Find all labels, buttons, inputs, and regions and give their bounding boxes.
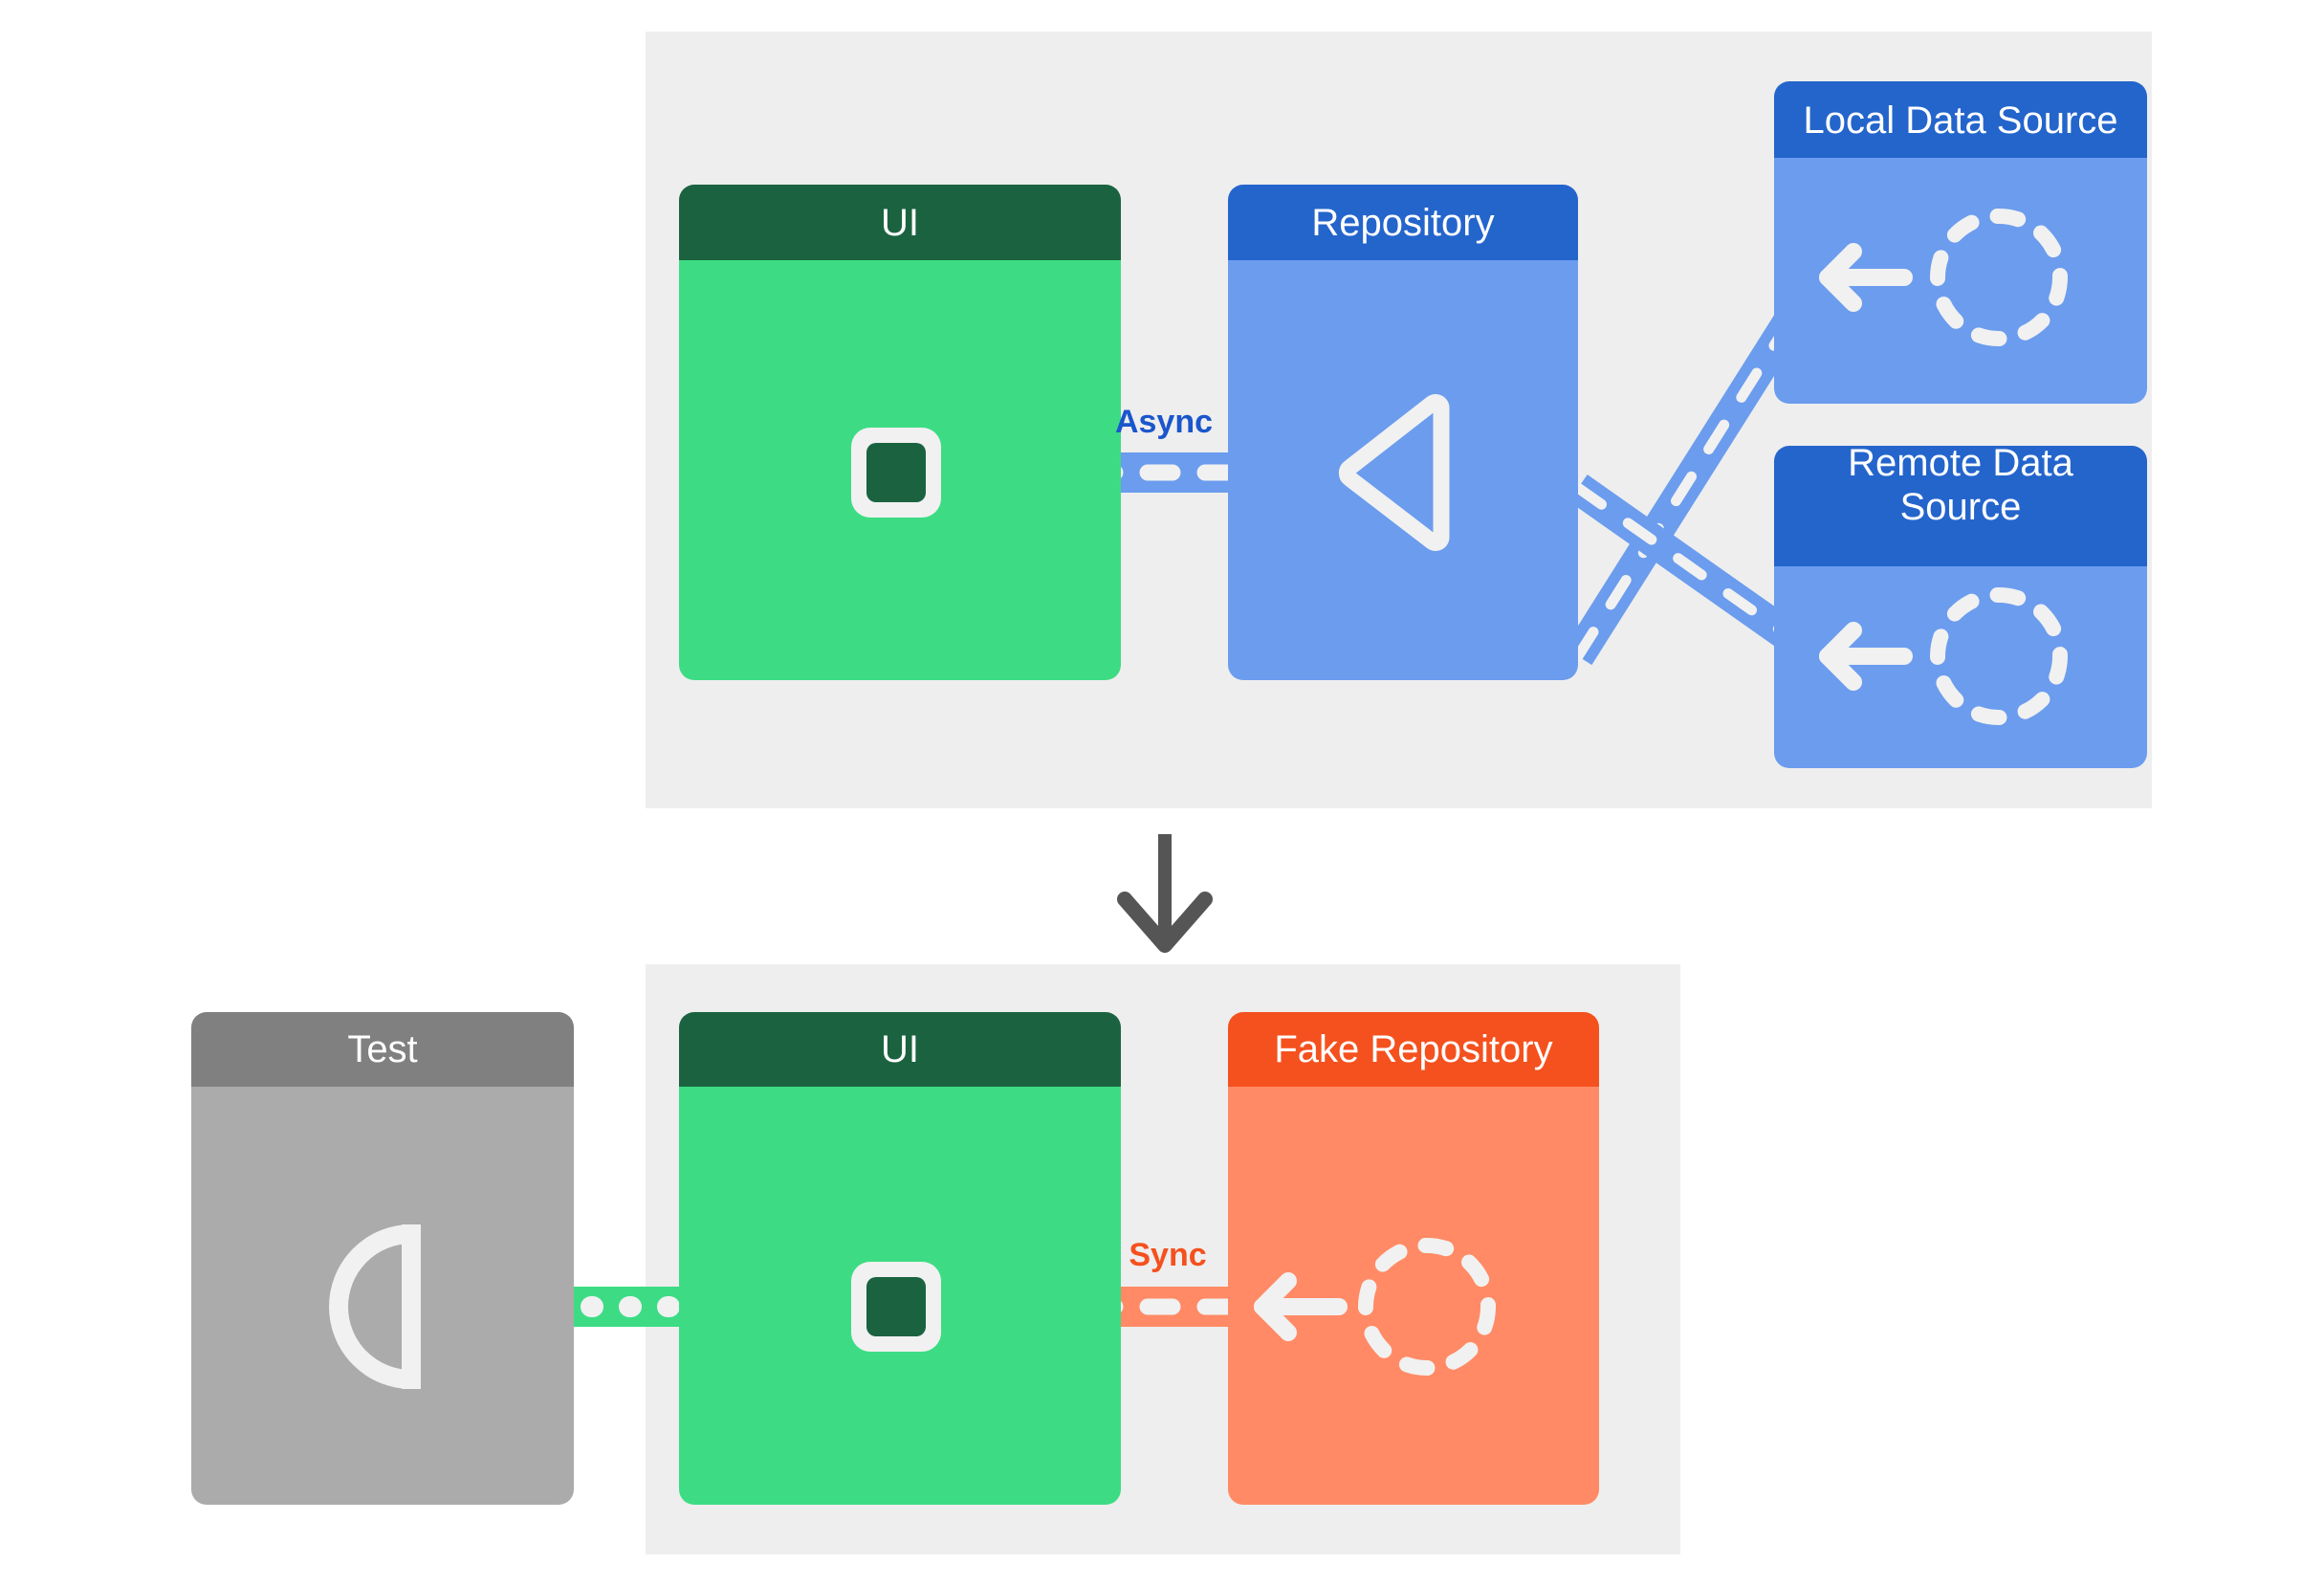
down-arrow-icon <box>1117 834 1213 953</box>
box-title: Local Data Source <box>1803 99 2117 142</box>
box-repository[interactable]: Repository <box>1228 185 1578 680</box>
box-header <box>1228 185 1578 260</box>
triangle-left-icon <box>1338 394 1450 551</box>
box-header <box>679 185 1121 260</box>
box-title-line1: Remote Data <box>1848 442 2073 484</box>
box-header <box>679 1012 1121 1087</box>
box-header <box>1774 446 2147 566</box>
box-body <box>1774 158 2147 404</box>
box-title: Test <box>347 1028 417 1070</box>
box-title-line2: Source <box>1900 486 2022 528</box>
box-title: Repository <box>1311 202 1494 244</box>
box-test[interactable]: Test <box>191 1012 574 1505</box>
box-local-data-source[interactable]: Local Data Source <box>1774 81 2147 404</box>
box-body <box>191 1087 574 1505</box>
ui-production-port[interactable] <box>851 428 941 518</box>
ui-test-port[interactable] <box>851 1262 941 1352</box>
arrow-left-icon <box>1819 622 1913 691</box>
connector-label-async: Async <box>1115 404 1213 440</box>
box-ui-test[interactable]: UI <box>679 1012 1121 1505</box>
box-body <box>1228 260 1578 680</box>
arrow-left-icon <box>1819 243 1913 312</box>
box-header <box>191 1012 574 1087</box>
box-remote-data-source[interactable]: Remote Data Source <box>1774 442 2147 768</box>
box-title: UI <box>881 1028 919 1070</box>
dashed-circle-icon <box>1358 1238 1496 1376</box>
dashed-circle-icon <box>1930 587 2068 725</box>
square-port-fill <box>866 443 926 502</box>
socket-half-circle-icon <box>329 1224 412 1389</box>
connector-label-sync: Sync <box>1129 1237 1206 1273</box>
dashed-circle-icon <box>1930 209 2068 346</box>
square-port-fill <box>866 1277 926 1336</box>
box-header <box>1228 1012 1599 1087</box>
box-title: UI <box>881 202 919 244</box>
box-fake-repository[interactable]: Fake Repository <box>1228 1012 1599 1505</box>
box-header <box>1774 81 2147 158</box>
box-title: Fake Repository <box>1274 1028 1552 1070</box>
arrow-left-icon <box>1254 1272 1348 1341</box>
box-body <box>1228 1087 1599 1505</box>
